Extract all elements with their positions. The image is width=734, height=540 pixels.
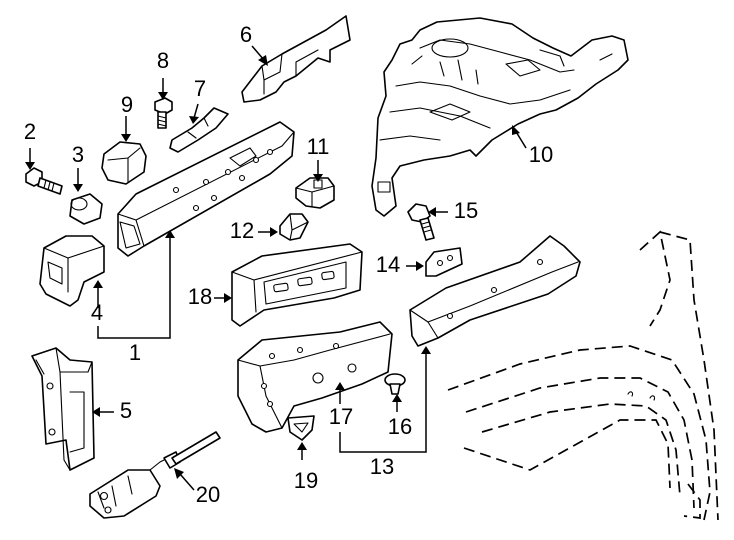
part-8-bolt [154, 97, 173, 129]
part-18-reinforcement [231, 243, 363, 327]
arrowhead-5 [92, 407, 100, 417]
callout-16: 16 [388, 414, 412, 439]
part-7-bracket [169, 107, 229, 153]
part-2-bolt [25, 167, 63, 195]
arrowhead-14 [416, 261, 424, 271]
arrowhead-17 [335, 382, 345, 390]
part-17-lower-rail [237, 321, 393, 433]
part-19-pad [287, 415, 315, 441]
callout-18: 18 [188, 284, 212, 309]
callout-13: 13 [370, 454, 394, 479]
arrowhead-20 [174, 468, 184, 479]
arrowhead-15 [428, 207, 436, 217]
arrowhead-7 [189, 116, 199, 124]
callout-9: 9 [121, 92, 133, 117]
arrowhead-11 [313, 174, 323, 182]
part-4-bracket [39, 235, 105, 307]
leader-13 [339, 352, 427, 453]
arrowhead-19 [297, 442, 307, 450]
part-13-upper-rail [409, 235, 581, 347]
part-12-clip [279, 213, 309, 241]
part-14-plate [425, 247, 463, 277]
callout-2: 2 [24, 119, 36, 144]
fender-reference-dashed [447, 230, 719, 521]
callout-6: 6 [240, 22, 252, 47]
arrowhead-3 [73, 184, 83, 192]
part-9-clip [101, 141, 147, 185]
callout-14: 14 [376, 252, 400, 277]
callout-20: 20 [196, 482, 220, 507]
part-15-bolt [407, 203, 435, 241]
leader-7 [193, 103, 199, 119]
callout-12: 12 [230, 218, 254, 243]
arrowhead-1 [165, 230, 175, 238]
leader-20 [179, 473, 195, 491]
arrowhead-12 [270, 227, 278, 237]
callout-5: 5 [120, 398, 132, 423]
callout-17: 17 [329, 404, 353, 429]
part-5-bracket [31, 347, 95, 471]
callout-3: 3 [72, 142, 84, 167]
arrowhead-13 [421, 346, 431, 354]
part-10-wheelhouse-apron [371, 17, 629, 217]
part-1-rail [117, 121, 295, 257]
arrowhead-16 [392, 394, 402, 402]
arrowhead-18 [224, 293, 232, 303]
callout-19: 19 [294, 468, 318, 493]
part-16-push-pin [384, 373, 406, 395]
arrowhead-6 [258, 55, 268, 66]
arrowhead-8 [158, 92, 168, 100]
arrowhead-10 [512, 125, 520, 135]
part-20-cable [89, 431, 221, 519]
callout-7: 7 [194, 76, 206, 101]
part-6-bracket [241, 15, 351, 103]
callout-4: 4 [91, 300, 103, 325]
arrowhead-4 [93, 280, 103, 288]
arrowhead-9 [121, 134, 131, 142]
part-3-bushing [69, 193, 103, 225]
callout-10: 10 [529, 142, 553, 167]
callout-8: 8 [157, 48, 169, 73]
arrowhead-2 [25, 162, 35, 170]
callout-11: 11 [307, 134, 330, 159]
callout-1: 1 [129, 340, 141, 365]
leader-1 [97, 236, 171, 339]
callout-15: 15 [454, 198, 478, 223]
part-11-clip [295, 177, 335, 209]
